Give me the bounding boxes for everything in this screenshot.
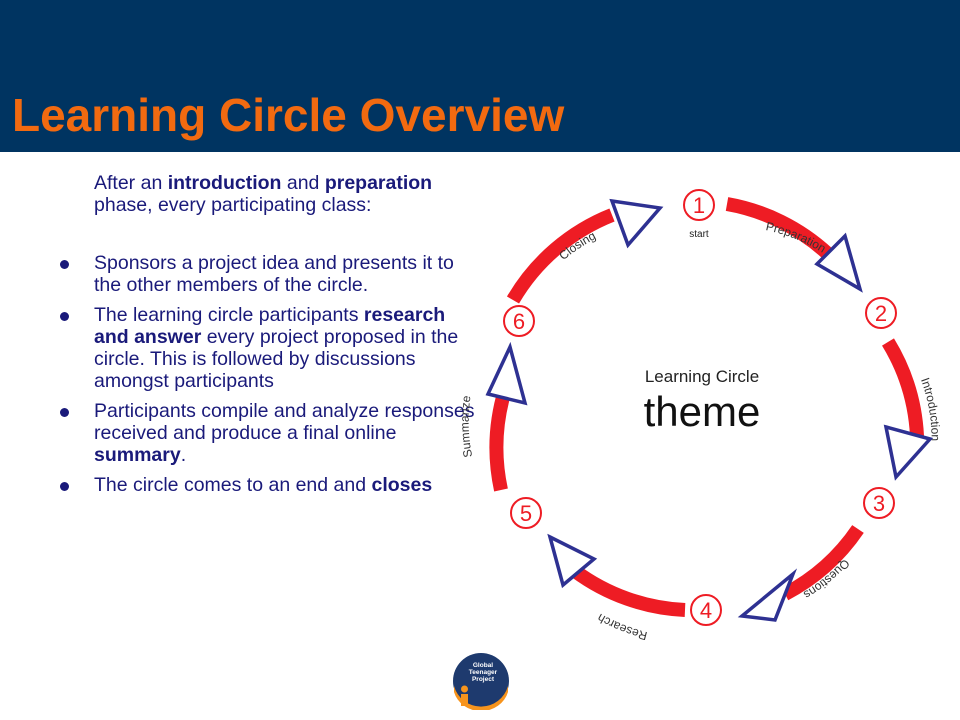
- arc-preparation: [725, 197, 833, 260]
- phase-label-research: Research: [595, 611, 649, 640]
- node-label: 5: [520, 501, 532, 526]
- bullet-dot: [60, 312, 69, 321]
- arrow-triangle: [547, 533, 598, 589]
- node-label: 4: [700, 598, 712, 623]
- logo-text: Project: [472, 676, 495, 683]
- arc-questions: [781, 524, 864, 601]
- arrow-triangle: [883, 424, 934, 481]
- center-theme: theme: [644, 388, 761, 435]
- list-item: Participants compile and analyze respons…: [58, 400, 478, 466]
- slide-body: After an introduction and preparation ph…: [58, 172, 478, 504]
- node-circle: [510, 497, 542, 529]
- arc-closing: [506, 208, 615, 304]
- node-circle: [690, 594, 722, 626]
- node-label: 6: [513, 309, 525, 334]
- arrow-triangle: [814, 232, 863, 293]
- bullet-list: Sponsors a project idea and presents it …: [58, 252, 478, 496]
- node-circle: [683, 189, 715, 221]
- center-label: Learning Circle: [645, 367, 759, 386]
- node-label: 2: [875, 301, 887, 326]
- bullet-dot: [60, 482, 69, 491]
- page-title: Learning Circle Overview: [12, 89, 565, 141]
- node-circle: [865, 297, 897, 329]
- logo-figure: [461, 694, 468, 706]
- arc-research: [570, 565, 686, 617]
- node-circle: [863, 487, 895, 519]
- arrow-triangle: [485, 341, 528, 406]
- arrow-triangle: [609, 198, 664, 249]
- learning-circle-diagram: 1 2 3 4 5 6 start Preparation Introducti…: [458, 189, 943, 640]
- bullet-dot: [60, 260, 69, 269]
- logo-text: Teenager: [469, 669, 498, 676]
- bullet-dot: [60, 408, 69, 417]
- global-teenager-project-logo: Global Teenager Project: [453, 653, 509, 710]
- node-label: 1: [693, 193, 705, 218]
- logo-figure: [461, 685, 468, 693]
- node-label: 3: [873, 491, 885, 516]
- arc-introduction: [881, 338, 924, 437]
- list-item: Sponsors a project idea and presents it …: [58, 252, 478, 296]
- node-circle: [503, 305, 535, 337]
- arc-summarize: [489, 387, 512, 492]
- intro-text: After an introduction and preparation ph…: [94, 172, 433, 216]
- phase-label-summarize: Summarize: [458, 394, 476, 458]
- list-item: The circle comes to an end and closes: [58, 474, 478, 496]
- list-item: The learning circle participants researc…: [58, 304, 478, 392]
- start-label: start: [689, 229, 709, 240]
- logo-text: Global: [473, 662, 493, 669]
- header-band: [0, 0, 960, 152]
- arrow-triangle: [737, 568, 798, 622]
